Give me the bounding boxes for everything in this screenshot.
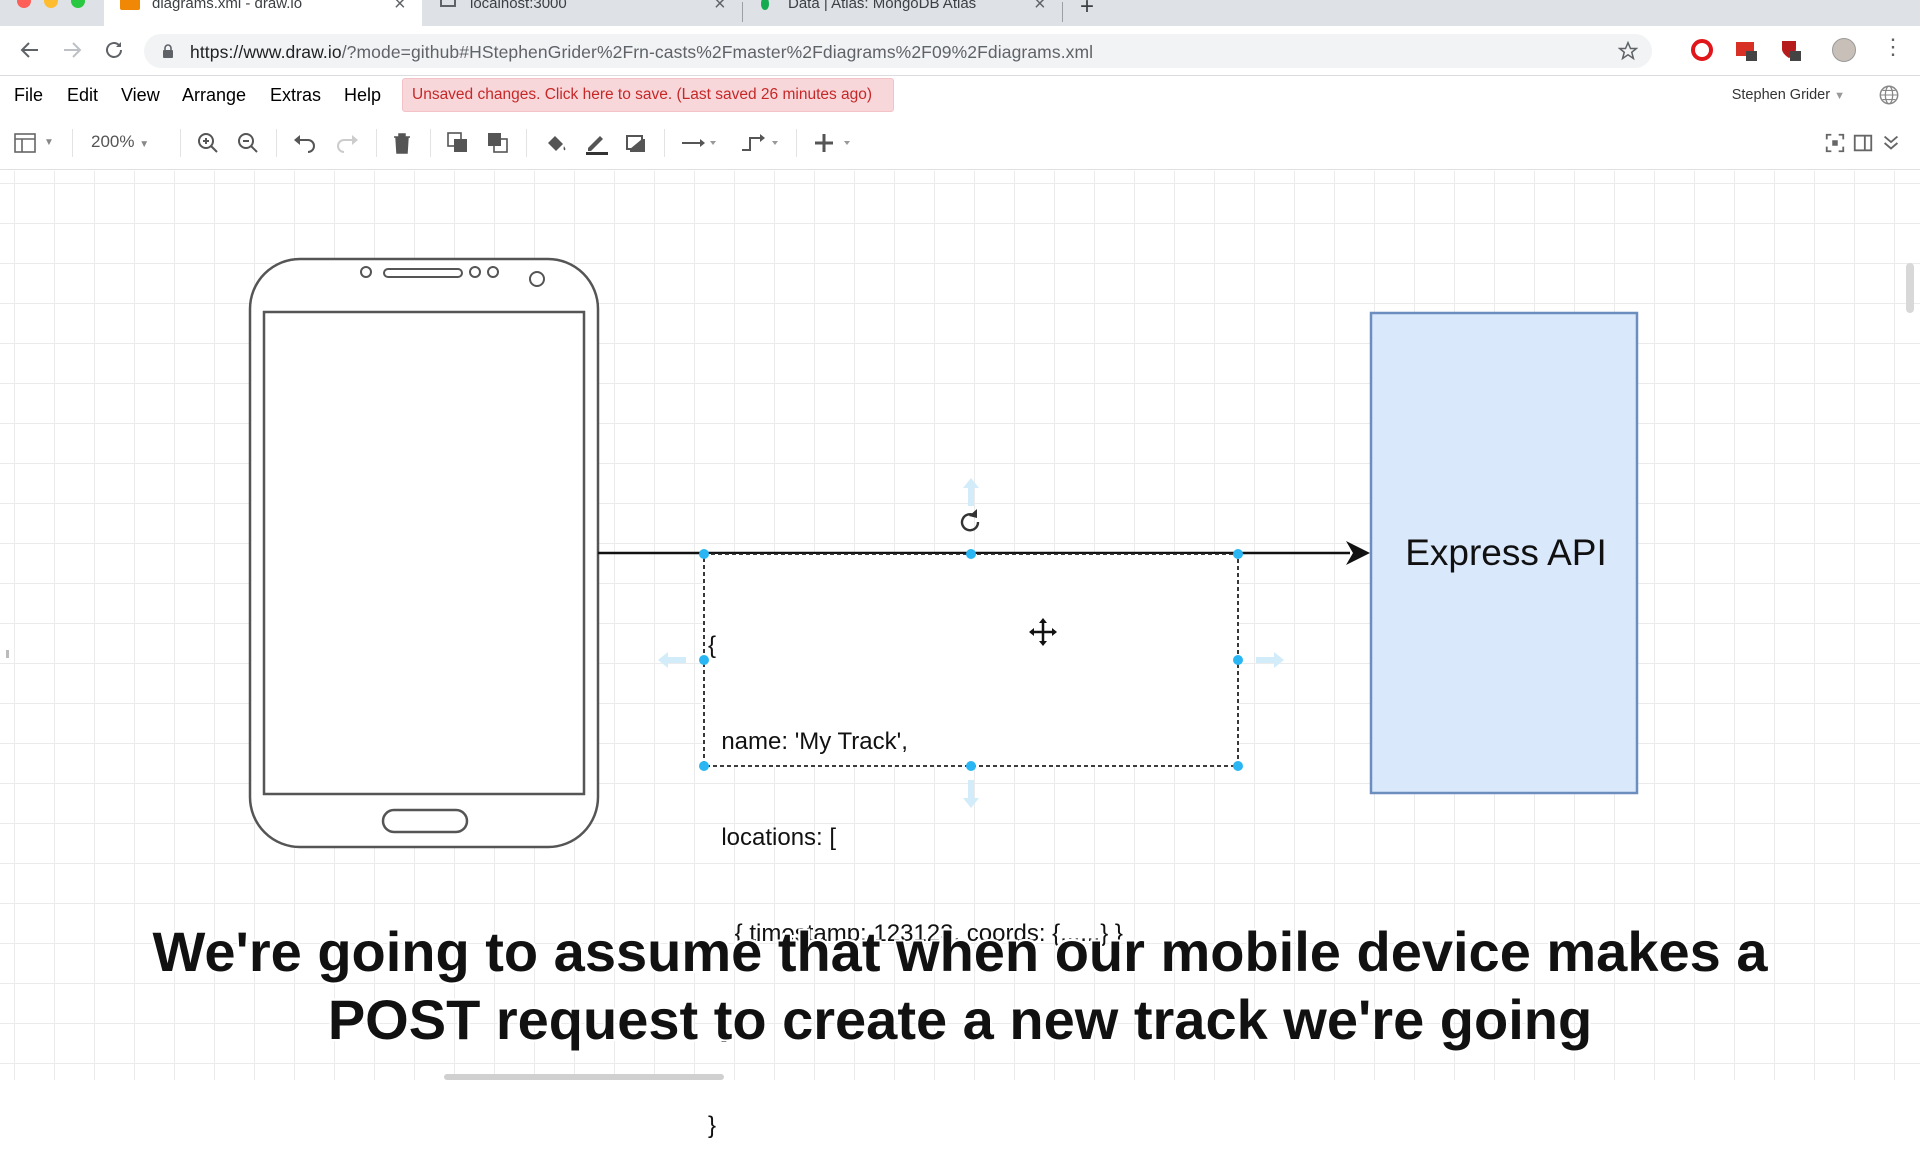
mail-extension-icon[interactable] xyxy=(1734,38,1758,62)
minimize-window-icon[interactable] xyxy=(44,0,58,8)
tab-divider xyxy=(742,2,743,22)
to-back-icon[interactable] xyxy=(486,130,510,156)
horizontal-scrollbar[interactable] xyxy=(444,1074,724,1080)
menu-help[interactable]: Help xyxy=(344,85,382,105)
caption-line: We're going to assume that when our mobi… xyxy=(152,920,1768,983)
redo-icon[interactable] xyxy=(334,130,360,156)
url-field[interactable]: https://www.draw.io/?mode=github#HStephe… xyxy=(144,34,1652,68)
collapse-icon[interactable] xyxy=(1880,130,1902,156)
express-api-label: Express API xyxy=(1405,532,1607,573)
menu-extras[interactable]: Extras xyxy=(270,85,322,105)
mongodb-leaf-icon xyxy=(761,0,769,10)
app-toolbar: ▼ 200% ▼ xyxy=(0,116,1920,170)
chevron-down-icon: ▼ xyxy=(139,139,150,150)
url-host: https://www.draw.io xyxy=(190,42,342,62)
toolbar-divider xyxy=(180,129,181,157)
toolbar-divider xyxy=(276,129,277,157)
selection-handles[interactable] xyxy=(699,549,1243,771)
selected-text-box[interactable] xyxy=(703,553,1239,767)
chevron-down-icon[interactable]: ▼ xyxy=(44,137,54,148)
clone-arrows[interactable] xyxy=(658,478,1284,808)
tab-divider xyxy=(1062,2,1063,22)
move-cursor-icon xyxy=(1029,618,1057,646)
zoom-out-icon[interactable] xyxy=(236,130,260,156)
browser-tab-strip: diagrams.xml - draw.io × localhost:3000 … xyxy=(0,0,1920,26)
toolbar-divider xyxy=(796,129,797,157)
lock-icon xyxy=(163,44,173,58)
menu-edit[interactable]: Edit xyxy=(67,85,99,105)
mobile-phone-shape[interactable] xyxy=(248,257,600,849)
json-line: name: 'My Track', xyxy=(708,728,908,755)
close-tab-icon[interactable]: × xyxy=(714,0,726,15)
json-line: { timestamp: 123123, coords: {......} } xyxy=(708,920,1123,947)
fullscreen-icon[interactable] xyxy=(1824,130,1846,156)
connection-icon[interactable] xyxy=(680,130,720,156)
zoom-in-icon[interactable] xyxy=(196,130,220,156)
close-window-icon[interactable] xyxy=(17,0,31,8)
close-tab-icon[interactable]: × xyxy=(1034,0,1046,15)
new-tab-button[interactable]: + xyxy=(1080,0,1095,20)
json-line: ] xyxy=(708,1016,729,1043)
tab-title: diagrams.xml - draw.io xyxy=(152,0,303,12)
zoom-select[interactable]: 200% ▼ xyxy=(91,132,149,152)
express-api-box[interactable] xyxy=(1369,311,1639,795)
url-path: /?mode=github#HStephenGrider%2Frn-casts%… xyxy=(341,42,1094,62)
video-caption: We're going to assume that when our mobi… xyxy=(0,918,1920,1054)
bookmark-star-icon[interactable] xyxy=(1618,41,1638,61)
caption-line: POST request to create a new track we're… xyxy=(327,988,1593,1051)
zoom-value: 200% xyxy=(91,132,135,151)
line-color-icon[interactable] xyxy=(584,130,610,156)
left-edge-marker xyxy=(6,650,9,658)
vertical-scrollbar[interactable] xyxy=(1906,263,1914,313)
json-line: { xyxy=(708,632,717,659)
insert-icon[interactable] xyxy=(814,130,858,156)
forward-icon[interactable] xyxy=(60,38,84,62)
fill-color-icon[interactable] xyxy=(544,130,568,156)
tab-title: Data | Atlas: MongoDB Atlas xyxy=(788,0,977,12)
to-front-icon[interactable] xyxy=(446,130,470,156)
shield-extension-icon[interactable] xyxy=(1778,38,1802,62)
menu-view[interactable]: View xyxy=(121,85,160,105)
toolbar-divider xyxy=(376,129,377,157)
user-menu[interactable]: Stephen Grider ▼ xyxy=(1732,87,1845,103)
json-payload-text: { name: 'My Track', locations: [ { times… xyxy=(708,566,1123,1174)
browser-menu-icon[interactable]: ⋮ xyxy=(1882,34,1904,59)
profile-avatar[interactable] xyxy=(1832,38,1856,62)
toolbar-divider xyxy=(664,129,665,157)
maximize-window-icon[interactable] xyxy=(71,0,85,8)
chevron-down-icon: ▼ xyxy=(1834,90,1845,102)
toolbar-divider xyxy=(430,129,431,157)
reload-icon[interactable] xyxy=(102,38,126,62)
toolbar-divider xyxy=(526,129,527,157)
unsaved-changes-notice[interactable]: Unsaved changes. Click here to save. (La… xyxy=(402,78,894,112)
waypoints-icon[interactable] xyxy=(738,130,784,156)
page-favicon-icon xyxy=(440,0,456,7)
language-globe-icon[interactable] xyxy=(1878,84,1900,106)
rotate-handle-icon[interactable] xyxy=(960,509,980,532)
diagram-drawing xyxy=(6,257,1639,849)
shadow-icon[interactable] xyxy=(624,130,648,156)
drawio-favicon-icon xyxy=(120,0,140,10)
user-name: Stephen Grider xyxy=(1731,87,1831,103)
tab-localhost[interactable]: localhost:3000 × xyxy=(424,0,742,26)
tab-drawio[interactable]: diagrams.xml - draw.io × xyxy=(104,0,422,26)
tab-title: localhost:3000 xyxy=(470,0,567,12)
toolbar-divider xyxy=(72,129,73,157)
opera-extension-icon[interactable] xyxy=(1690,38,1714,62)
address-bar-row: https://www.draw.io/?mode=github#HStephe… xyxy=(0,26,1920,76)
back-icon[interactable] xyxy=(18,38,42,62)
undo-icon[interactable] xyxy=(292,130,318,156)
close-tab-icon[interactable]: × xyxy=(394,0,406,15)
menu-file[interactable]: File xyxy=(14,85,44,105)
tab-mongodb-atlas[interactable]: Data | Atlas: MongoDB Atlas × xyxy=(744,0,1062,26)
url-text: https://www.draw.io/?mode=github#HStephe… xyxy=(190,42,1093,63)
menu-arrange[interactable]: Arrange xyxy=(182,85,247,105)
json-line: } xyxy=(708,1112,717,1139)
delete-icon[interactable] xyxy=(390,130,414,156)
toggle-panel-icon[interactable] xyxy=(1852,130,1874,156)
json-line: locations: [ xyxy=(708,824,837,851)
format-panel-icon[interactable] xyxy=(14,130,40,156)
app-menubar: File Edit View Arrange Extras Help Unsav… xyxy=(0,76,1920,116)
